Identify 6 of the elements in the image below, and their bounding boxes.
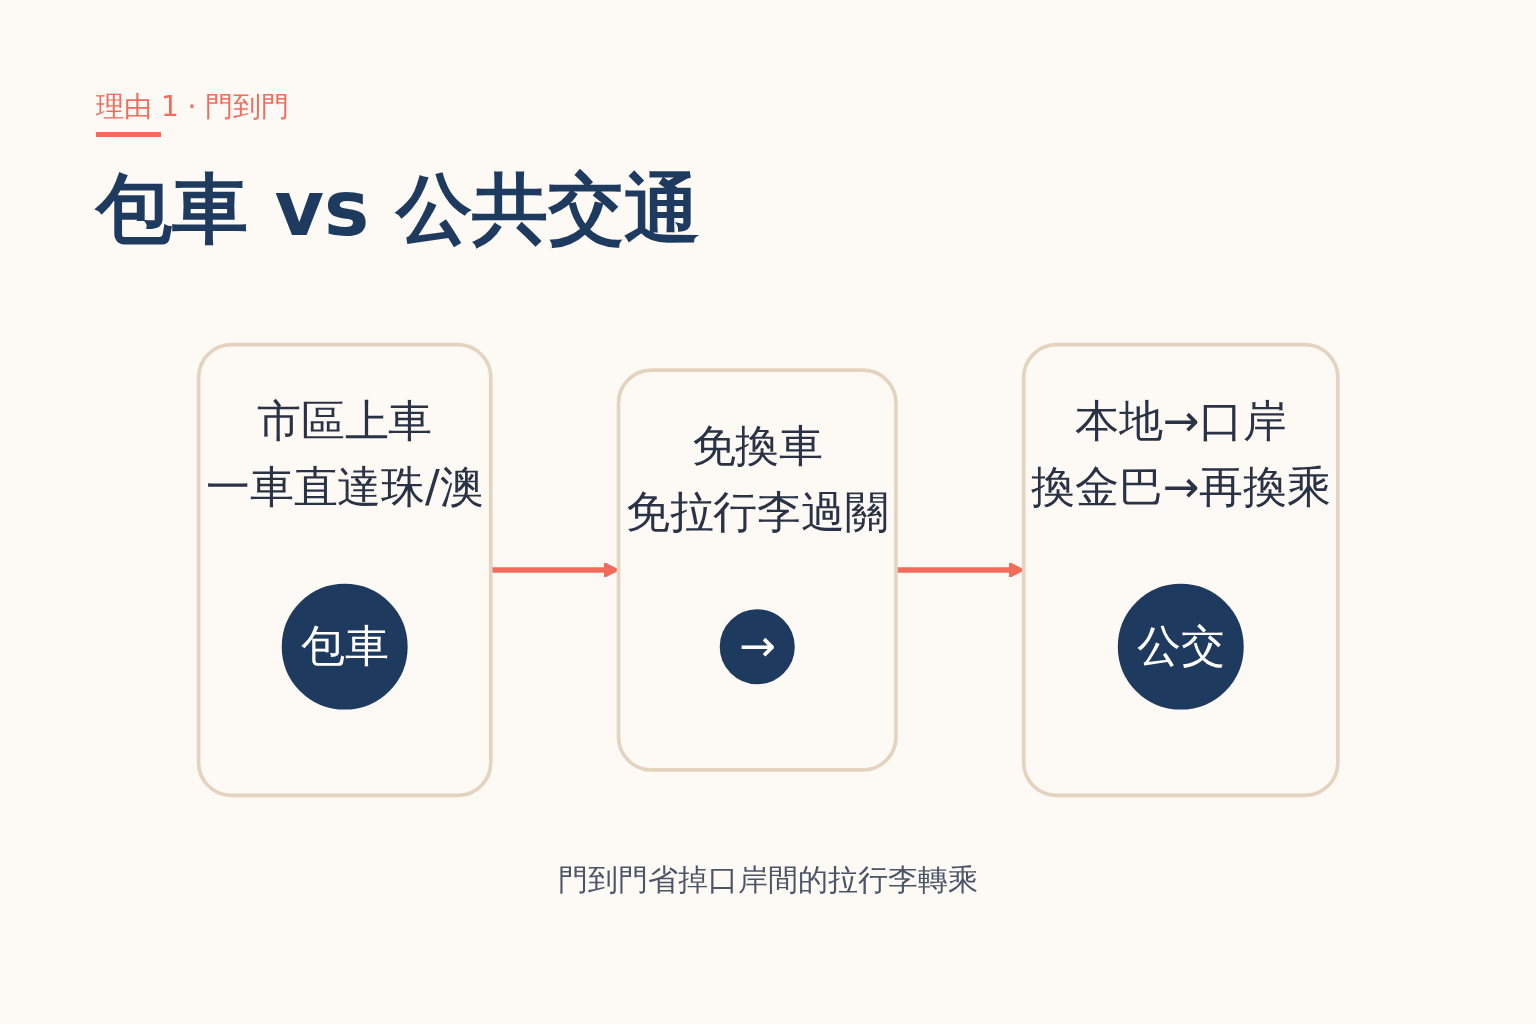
caption: 門到門省掉口岸間的拉行李轉乘 [557,861,979,899]
node-circle: 包車 [281,583,408,710]
section-kicker: 理由 1 · 門到門 [96,90,290,124]
node-circle: 公交 [1117,583,1244,710]
node-circle: → [719,609,795,685]
title: 包車 vs 公共交通 [96,166,700,251]
